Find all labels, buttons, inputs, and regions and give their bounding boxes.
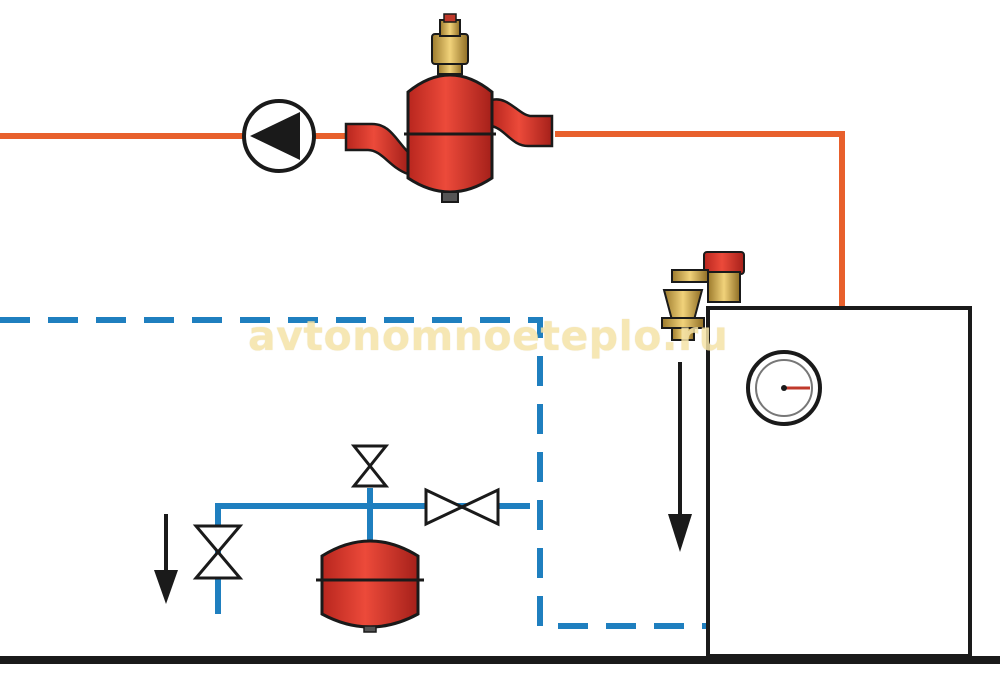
down-arrow-icon	[668, 362, 692, 552]
expansion-tank-icon	[316, 539, 424, 633]
gate-valve-icon	[192, 524, 244, 580]
air-separator-icon	[344, 13, 554, 203]
circulation-pump-icon	[242, 99, 316, 173]
down-arrow-icon	[154, 514, 178, 604]
return-pipe	[0, 317, 712, 629]
floor-line	[0, 656, 1000, 664]
air-vent-icon	[661, 251, 745, 341]
gate-valve-icon	[424, 487, 500, 527]
gate-valve-icon	[350, 444, 390, 488]
boiler	[706, 306, 972, 658]
pressure-gauge-icon	[746, 350, 822, 426]
